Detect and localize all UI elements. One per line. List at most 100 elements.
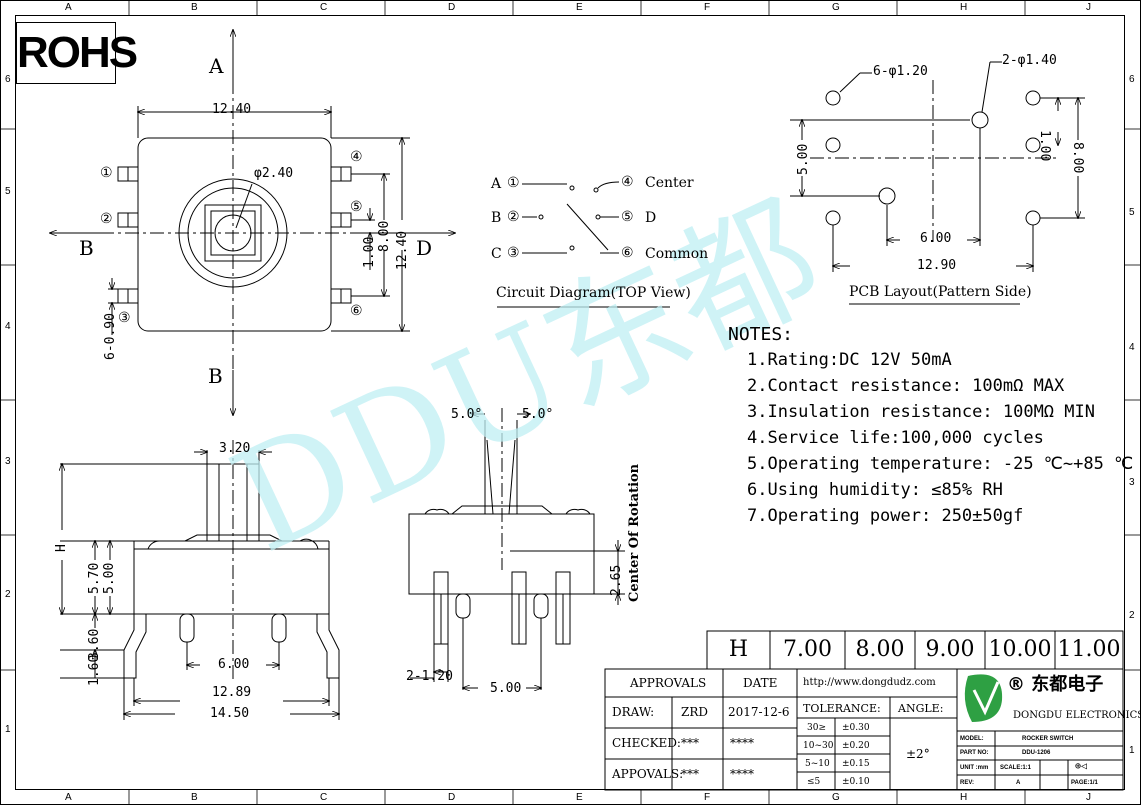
ruler-col-g-bottom: G bbox=[832, 792, 840, 803]
tb-draw-name: ZRD bbox=[681, 705, 708, 719]
ruler-col-b: B bbox=[191, 2, 198, 13]
front-dim-320: 3.20 bbox=[219, 441, 251, 456]
ruler-row-6-right: 6 bbox=[1129, 74, 1135, 85]
tb-company-cn: ® 东都电子 bbox=[1007, 674, 1104, 695]
tb-partno-label: PART NO: bbox=[960, 750, 989, 756]
tb-tol-range-1: 30≥ bbox=[807, 723, 826, 733]
tb-appvals-label: APPOVALS: bbox=[612, 767, 684, 781]
ruler-col-c: C bbox=[320, 2, 328, 13]
h-table-value-2: 8.00 bbox=[855, 637, 905, 662]
ruler-row-6: 6 bbox=[5, 74, 11, 85]
dim-top-800: 8.00 bbox=[377, 220, 392, 252]
pin-1-label: ① bbox=[100, 165, 113, 181]
tb-draw-label: DRAW: bbox=[612, 705, 655, 719]
tb-appvals-name: *** bbox=[681, 767, 699, 781]
pin-2-label: ② bbox=[100, 211, 113, 227]
side-dim-pins: 2-1.20 bbox=[406, 669, 453, 684]
circuit-num-3: ③ bbox=[507, 245, 520, 261]
pin-4-label: ④ bbox=[350, 149, 363, 165]
circuit-num-5: ⑤ bbox=[621, 209, 634, 225]
tb-tol-value-1: ±0.30 bbox=[842, 723, 870, 733]
tb-rev-value: A bbox=[1016, 780, 1021, 786]
tb-checked-name: *** bbox=[681, 736, 699, 750]
ruler-row-2: 2 bbox=[5, 589, 11, 600]
circuit-num-6: ⑥ bbox=[621, 245, 634, 261]
side-dim-265: 2.65 bbox=[609, 564, 624, 596]
tb-tolerance-header: TOLERANCE: bbox=[803, 702, 881, 715]
company-logo bbox=[964, 674, 1003, 722]
note-item-6: 6.Using humidity: ≤85% RH bbox=[747, 480, 1003, 500]
view-arrow-b-left-label: B bbox=[79, 236, 94, 260]
tb-draw-date: 2017-12-6 bbox=[728, 705, 790, 719]
ruler-row-3-right: 3 bbox=[1129, 477, 1135, 488]
tb-model-label: MODEL: bbox=[960, 736, 984, 742]
ruler-col-c-bottom: C bbox=[320, 792, 328, 803]
pcb-dim-100: 1.00 bbox=[1037, 130, 1052, 162]
front-dim-600: 6.00 bbox=[218, 657, 250, 672]
tb-appvals-date: **** bbox=[730, 767, 754, 781]
ruler-col-j: J bbox=[1086, 2, 1091, 13]
front-dim-160: 1.60 bbox=[87, 654, 102, 686]
ruler-col-h-bottom: H bbox=[960, 792, 968, 803]
dim-top-pins: 6-0.90 bbox=[103, 313, 118, 360]
tb-tol-value-2: ±0.20 bbox=[842, 741, 870, 751]
ruler-row-4-right: 4 bbox=[1129, 342, 1135, 353]
note-item-3: 3.Insulation resistance: 100MΩ MIN bbox=[747, 402, 1095, 422]
tb-partno-value: DDU-1206 bbox=[1022, 750, 1051, 756]
front-dim-1450: 14.50 bbox=[210, 706, 250, 721]
tb-page-label: PAGE:1/1 bbox=[1071, 780, 1098, 786]
ruler-row-2-right: 2 bbox=[1129, 610, 1135, 621]
h-table-value-1: 7.00 bbox=[783, 637, 832, 662]
tb-tol-range-3: 5~10 bbox=[805, 759, 830, 769]
circuit-title: Circuit Diagram(TOP View) bbox=[496, 285, 691, 301]
tb-scale-label: SCALE:1:1 bbox=[1000, 765, 1032, 771]
ruler-row-3: 3 bbox=[5, 456, 11, 467]
tb-tol-value-4: ±0.10 bbox=[842, 777, 870, 787]
tb-angle-header: ANGLE: bbox=[898, 702, 944, 715]
front-dim-570: 5.70 bbox=[87, 562, 102, 594]
tb-website: http://www.dongdudz.com bbox=[803, 677, 936, 688]
side-angle-left: 5.0° bbox=[451, 407, 483, 422]
notes-title: NOTES: bbox=[728, 324, 794, 345]
rohs-badge: ROHS bbox=[16, 22, 138, 84]
ruler-col-f-bottom: F bbox=[704, 792, 711, 803]
ruler-col-d-bottom: D bbox=[448, 792, 456, 803]
note-item-5: 5.Operating temperature: -25 ℃~+85 ℃ bbox=[747, 454, 1134, 474]
tb-unit-label: UNIT :mm bbox=[960, 765, 989, 771]
ruler-row-4: 4 bbox=[5, 321, 11, 332]
tb-tol-value-3: ±0.15 bbox=[842, 759, 870, 769]
note-item-4: 4.Service life:100,000 cycles bbox=[747, 428, 1044, 448]
ruler-col-a-bottom: A bbox=[65, 792, 72, 803]
ruler-col-j-bottom: J bbox=[1086, 792, 1091, 803]
dim-top-hole: φ2.40 bbox=[254, 166, 294, 181]
ruler-row-5-right: 5 bbox=[1129, 207, 1135, 218]
tb-approvals-header: APPROVALS bbox=[630, 676, 707, 690]
pcb-dim-holes2: 2-φ1.40 bbox=[1002, 53, 1057, 68]
tb-checked-label: CHECKED: bbox=[612, 736, 681, 750]
ruler-col-e-bottom: E bbox=[576, 792, 583, 803]
side-angle-right: 5.0° bbox=[522, 407, 554, 422]
circuit-label-c: C bbox=[491, 246, 502, 262]
pcb-dim-500: 5.00 bbox=[796, 143, 811, 175]
ruler-col-g: G bbox=[832, 2, 840, 13]
pcb-dim-800: 8.00 bbox=[1070, 142, 1085, 174]
h-table-value-5: 11.00 bbox=[1057, 637, 1121, 662]
view-arrow-a-label: A bbox=[209, 54, 224, 78]
circuit-label-common: Common bbox=[645, 246, 709, 262]
side-dim-500: 5.00 bbox=[490, 681, 522, 696]
h-table-value-3: 9.00 bbox=[925, 637, 975, 662]
dim-top-100: 1.00 bbox=[362, 236, 377, 268]
front-dim-h: H bbox=[54, 544, 69, 552]
ruler-col-b-bottom: B bbox=[191, 792, 198, 803]
circuit-label-a: A bbox=[491, 176, 502, 192]
ruler-col-f: F bbox=[704, 2, 711, 13]
front-dim-500: 5.00 bbox=[102, 562, 117, 594]
side-center-rotation: Center Of Rotation bbox=[627, 463, 642, 602]
h-table-label: H bbox=[728, 637, 749, 662]
tb-tol-range-2: 10~30 bbox=[803, 741, 834, 751]
dim-top-height: 12.40 bbox=[395, 230, 410, 270]
pin-3-label: ③ bbox=[118, 310, 131, 326]
pcb-title: PCB Layout(Pattern Side) bbox=[849, 284, 1032, 300]
view-arrow-d-label: D bbox=[416, 236, 433, 260]
